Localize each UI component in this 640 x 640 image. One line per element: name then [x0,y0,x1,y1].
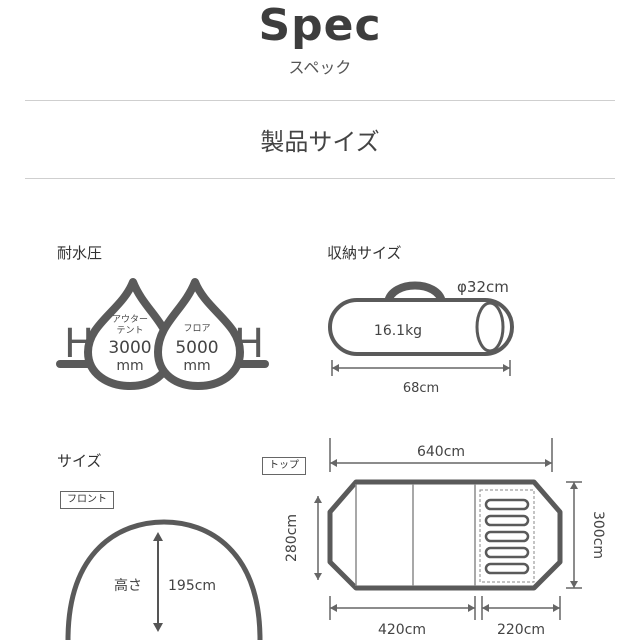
vestibule-length: 220cm [497,622,545,638]
outer-label-2: テント [116,325,143,336]
bag-weight: 16.1kg [374,323,422,339]
front-tag: フロント [60,491,114,509]
size-label: サイズ [57,452,102,470]
drop-floor [154,278,244,390]
floor-label: フロア [183,324,210,334]
storage-bag-graphic: φ32cm 16.1kg 68cm [328,278,514,396]
total-length: 640cm [417,444,465,460]
floor-value: 5000 [175,338,218,358]
water-resistance-label: 耐水圧 [57,244,103,262]
section-title: 製品サイズ [260,128,380,156]
outer-label-1: アウター [112,314,148,325]
water-resistance-graphic: H H アウター テント 3000 mm フロア 5000 mm [56,278,269,390]
floor-unit: mm [183,358,210,374]
tent-front-dome [65,519,263,640]
bag-body [328,298,514,356]
front-view-graphic: 高さ 195cm [65,519,263,640]
divider-bottom [25,178,615,179]
width-280: 280cm [284,514,300,562]
page-title: Spec [258,0,382,51]
divider-top [25,100,615,101]
vestibule-area [479,489,535,583]
outer-value: 3000 [108,338,151,358]
bag-handle [384,281,446,306]
height-label: 高さ [114,577,142,594]
bag-end [475,301,505,353]
storage-size-label: 収納サイズ [327,244,402,262]
outer-unit: mm [116,358,143,374]
width-300: 300cm [590,511,606,559]
bag-length: 68cm [403,381,439,396]
height-value: 195cm [168,578,216,594]
inner-length: 420cm [378,622,426,638]
page-subtitle: スペック [288,58,352,77]
top-tag: トップ [262,457,306,475]
sleeping-bags [484,498,530,575]
top-view-graphic: 640cm 280cm 300cm 420cm 220cm [284,438,606,638]
bag-diameter: φ32cm [457,278,509,296]
